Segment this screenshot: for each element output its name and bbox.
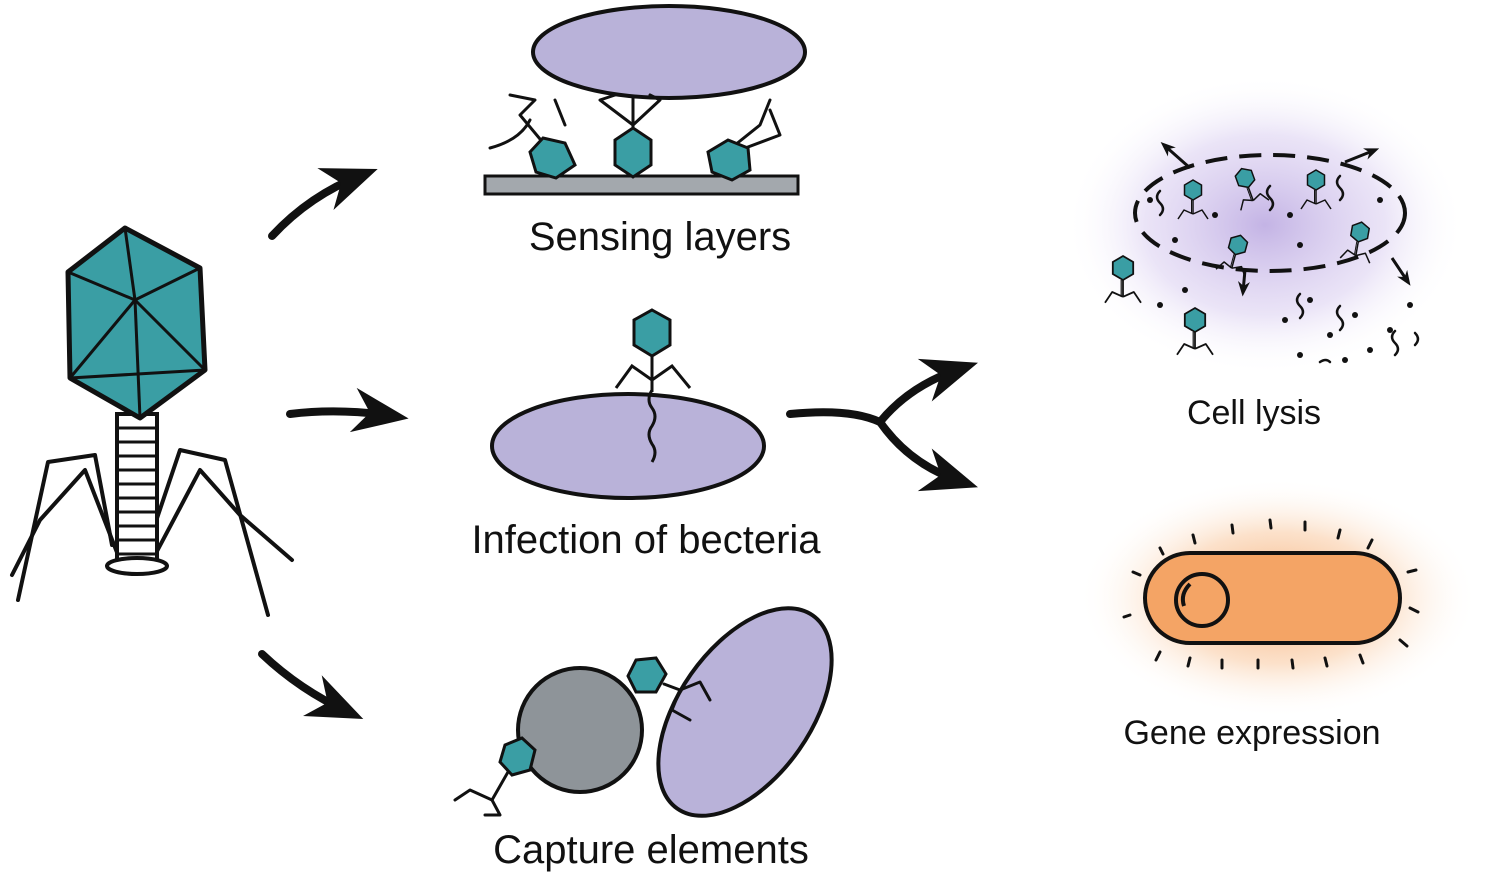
- sensing-layers-illustration: [483, 4, 807, 196]
- gene-expression-illustration: [1078, 478, 1478, 718]
- infection-illustration: [490, 308, 766, 500]
- capture-elements-illustration: [453, 606, 834, 818]
- arrow-to-sensing: [268, 168, 378, 240]
- arrow-to-gene-expression: [876, 418, 978, 492]
- label-sensing-layers: Sensing layers: [529, 215, 791, 259]
- arrow-to-capture: [258, 650, 364, 720]
- arrow-fork-stem: [786, 408, 884, 426]
- label-infection: Infection of becteria: [471, 518, 821, 562]
- cell-lysis-illustration: [1065, 75, 1465, 375]
- label-cell-lysis: Cell lysis: [1187, 394, 1321, 432]
- arrow-to-infection: [286, 387, 409, 433]
- bacteriophage-icon: [10, 225, 294, 617]
- arrow-to-cell-lysis: [876, 358, 978, 426]
- label-capture-elements: Capture elements: [493, 828, 809, 872]
- label-gene-expression: Gene expression: [1123, 714, 1380, 752]
